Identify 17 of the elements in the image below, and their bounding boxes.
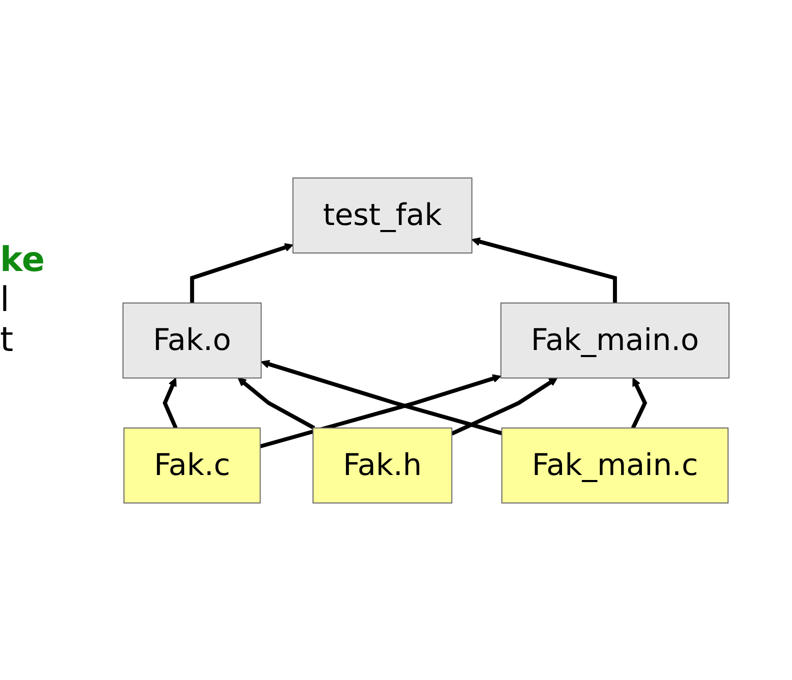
node-box: Fak.c	[123, 427, 261, 503]
arrow	[162, 377, 178, 428]
node-box: Fak.h	[312, 427, 452, 503]
arrow	[190, 242, 294, 302]
arrow	[450, 377, 558, 435]
arrow	[238, 377, 316, 430]
arrow	[471, 236, 617, 302]
note-text: ke	[0, 240, 46, 280]
arrow	[260, 374, 502, 448]
note-text: t	[0, 320, 14, 360]
note-text: l	[0, 280, 10, 320]
node-box: Fak_main.o	[500, 302, 730, 378]
node-box: test_fak	[292, 177, 472, 253]
node-box: Fak_main.c	[501, 427, 729, 503]
arrow	[631, 377, 648, 428]
arrow	[260, 359, 502, 435]
node-box: Fak.o	[122, 302, 262, 378]
